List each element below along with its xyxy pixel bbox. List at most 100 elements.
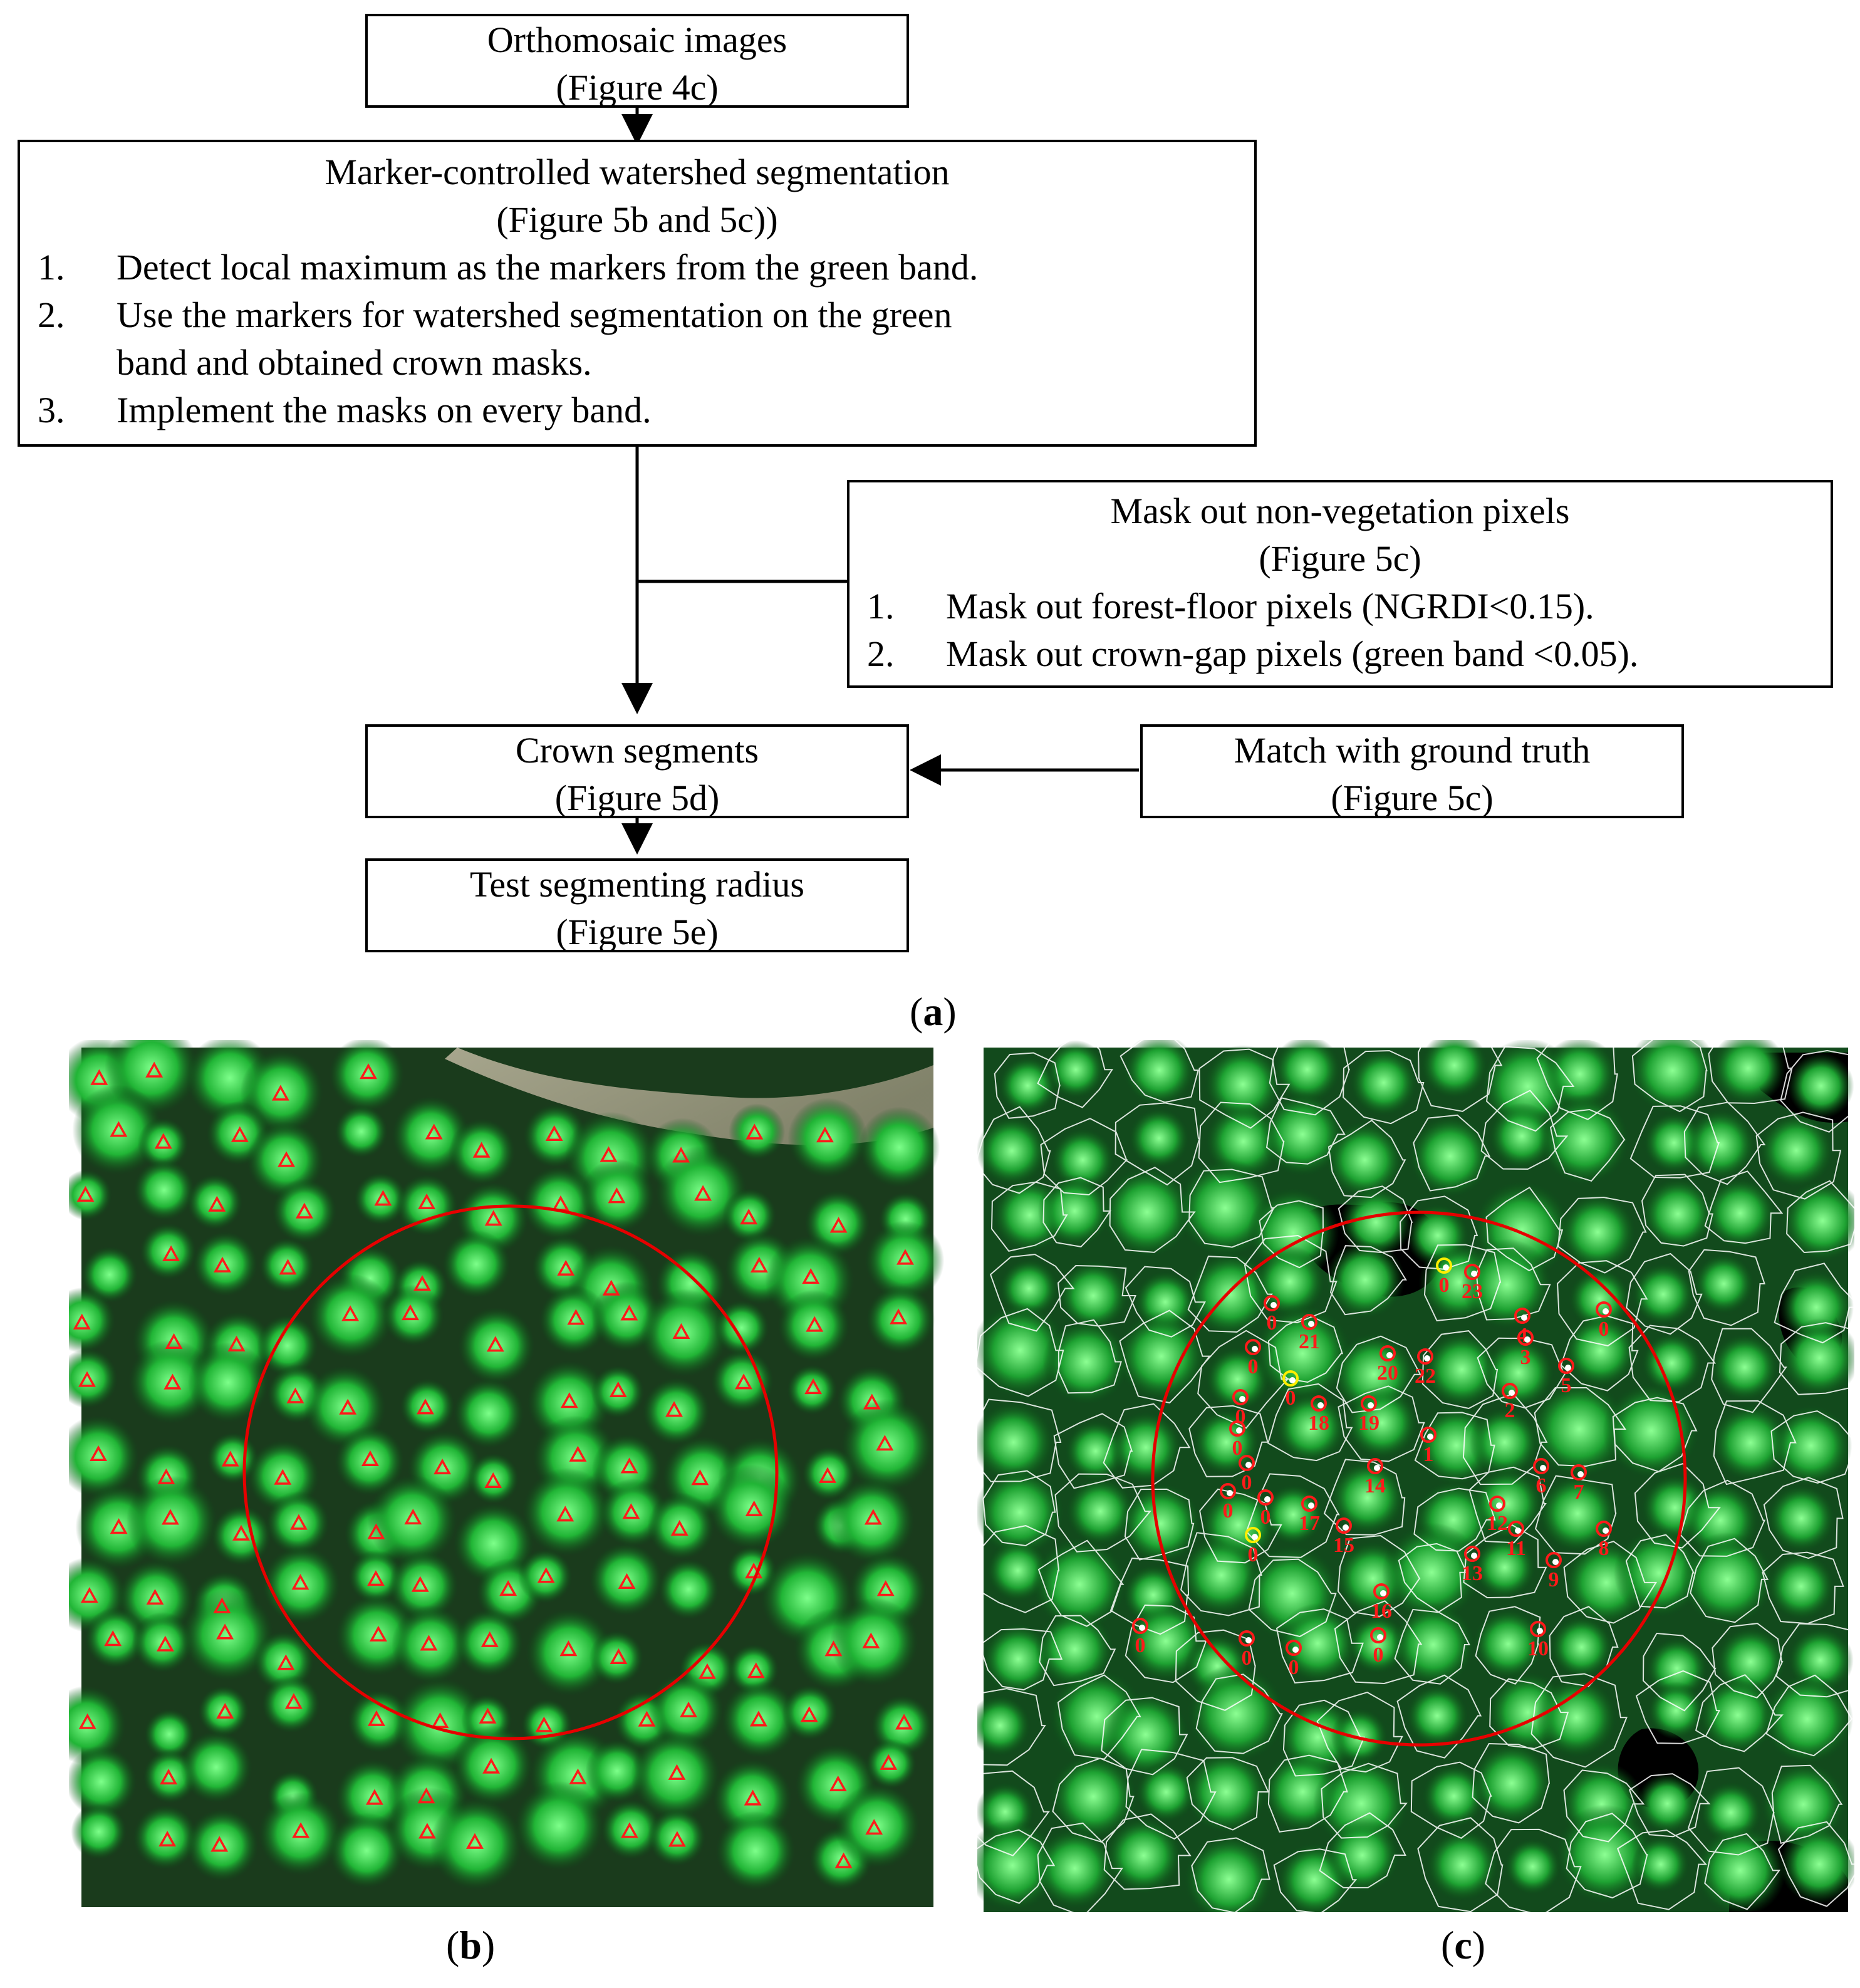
local-maximum-marker	[567, 1309, 585, 1325]
tree-crown	[1488, 1102, 1556, 1170]
segment-boundary	[1042, 1177, 1111, 1247]
tree-crown	[180, 1731, 252, 1803]
tree-crown	[714, 1300, 769, 1355]
local-maximum-marker	[750, 1256, 768, 1273]
segment-boundary	[1612, 1397, 1698, 1472]
segment-boundary	[1472, 1742, 1551, 1824]
tree-id-label: 20	[1377, 1361, 1398, 1385]
tree-crown	[126, 1475, 217, 1567]
tree-crown	[1135, 1761, 1197, 1823]
tree-crown	[133, 1159, 195, 1220]
ground-truth-marker	[1530, 1621, 1546, 1637]
ground-truth-marker	[1264, 1295, 1280, 1311]
tree-crown	[1631, 1835, 1690, 1893]
tree-id-label: 3	[1520, 1346, 1531, 1369]
detected-tree-dot	[1509, 1390, 1515, 1396]
local-maximum-marker	[602, 1279, 620, 1296]
segment-boundary	[979, 1628, 1063, 1691]
segment-boundary	[1125, 1749, 1217, 1840]
tree-crown	[1647, 1681, 1705, 1740]
segment-boundary	[1037, 1040, 1114, 1108]
tree-crown	[1473, 1536, 1537, 1600]
tree-crown	[1641, 1332, 1703, 1394]
segment-boundary	[1125, 1266, 1206, 1338]
local-maximum-marker	[890, 1308, 908, 1324]
tree-id-label: 16	[1371, 1600, 1392, 1623]
segment-boundary	[1244, 1234, 1338, 1324]
detected-tree-dot	[1424, 1355, 1430, 1361]
tree-crown	[1779, 1824, 1854, 1905]
local-maximum-marker	[369, 1625, 387, 1642]
segment-boundary	[977, 1398, 1062, 1482]
ground-truth-marker	[1245, 1339, 1261, 1355]
tree-crown	[631, 1730, 720, 1819]
tree-id-label: 8	[1599, 1537, 1609, 1560]
segment-boundary	[1321, 1762, 1408, 1839]
ground-truth-marker	[1464, 1546, 1480, 1562]
local-maximum-marker	[90, 1069, 108, 1085]
local-maximum-marker	[78, 1371, 96, 1387]
segment-boundary	[1040, 1118, 1128, 1196]
local-maximum-marker	[499, 1579, 517, 1596]
detected-tree-dot	[1374, 1465, 1380, 1471]
local-maximum-marker	[160, 1768, 178, 1785]
segment-boundary	[1413, 1114, 1491, 1192]
local-maximum-marker	[680, 1701, 698, 1718]
detected-tree-dot	[1496, 1502, 1502, 1509]
segment-boundary	[1480, 1090, 1569, 1170]
ground-truth-marker	[1239, 1630, 1255, 1647]
tree-crown	[640, 1289, 729, 1377]
watershed-step-1: 1.Detect local maximum as the markers fr…	[38, 247, 979, 288]
local-maximum-marker	[824, 1640, 843, 1657]
segment-boundary	[1634, 1463, 1721, 1549]
segment-boundary	[1704, 1170, 1784, 1244]
detected-tree-dot	[1515, 1527, 1521, 1534]
segment-boundary	[1198, 1101, 1285, 1184]
ground-truth-marker	[1361, 1395, 1377, 1412]
tree-crown	[1550, 1615, 1614, 1679]
local-maximum-marker	[365, 1789, 383, 1805]
tree-crown	[1421, 1764, 1486, 1828]
segment-boundary	[1530, 1673, 1628, 1768]
local-maximum-marker	[486, 1336, 504, 1352]
local-maximum-marker	[806, 1316, 824, 1332]
segment-boundary	[1329, 1245, 1407, 1316]
tree-crown	[262, 1546, 341, 1624]
tree-id-label: 2	[1505, 1399, 1515, 1422]
segment-boundary	[1319, 1812, 1406, 1888]
local-maximum-marker	[620, 1304, 638, 1321]
tree-id-label: 0	[1242, 1647, 1252, 1670]
segment-boundary	[1316, 1692, 1403, 1773]
local-maximum-marker	[416, 1398, 434, 1415]
local-maximum-marker	[691, 1469, 709, 1486]
tree-id-label: 0	[1267, 1311, 1277, 1335]
segment-boundary	[1037, 1822, 1123, 1912]
segment-boundary	[1276, 1608, 1364, 1684]
local-maximum-marker	[157, 1468, 175, 1484]
detected-tree-dot	[1521, 1314, 1527, 1321]
tree-crown	[1109, 1411, 1183, 1484]
segment-boundary	[977, 1525, 1060, 1613]
segment-boundary	[1641, 1174, 1713, 1247]
ground-truth-marker	[1301, 1314, 1317, 1330]
tree-crown	[539, 1285, 608, 1355]
local-maximum-marker	[484, 1210, 502, 1226]
tree-crown	[1767, 1552, 1836, 1621]
ground-truth-marker	[1286, 1640, 1302, 1656]
tree-crown	[69, 1287, 115, 1353]
local-maximum-marker	[600, 1146, 618, 1162]
ground-truth-marker	[1502, 1383, 1518, 1399]
detected-tree-dot	[1443, 1264, 1449, 1271]
tree-crown	[1470, 1467, 1544, 1540]
segment-boundary	[1187, 1256, 1273, 1333]
segment-boundary	[1396, 1674, 1482, 1759]
tree-crown	[977, 1818, 1059, 1912]
local-maximum-marker	[668, 1831, 686, 1847]
local-maximum-marker	[76, 1185, 95, 1202]
local-maximum-marker	[560, 1392, 578, 1408]
segment-boundary	[1057, 1264, 1137, 1327]
local-maximum-marker	[289, 1514, 308, 1530]
tree-crown	[1273, 1040, 1341, 1104]
detected-tree-dot	[1236, 1427, 1242, 1434]
tree-crown	[1767, 1484, 1836, 1553]
